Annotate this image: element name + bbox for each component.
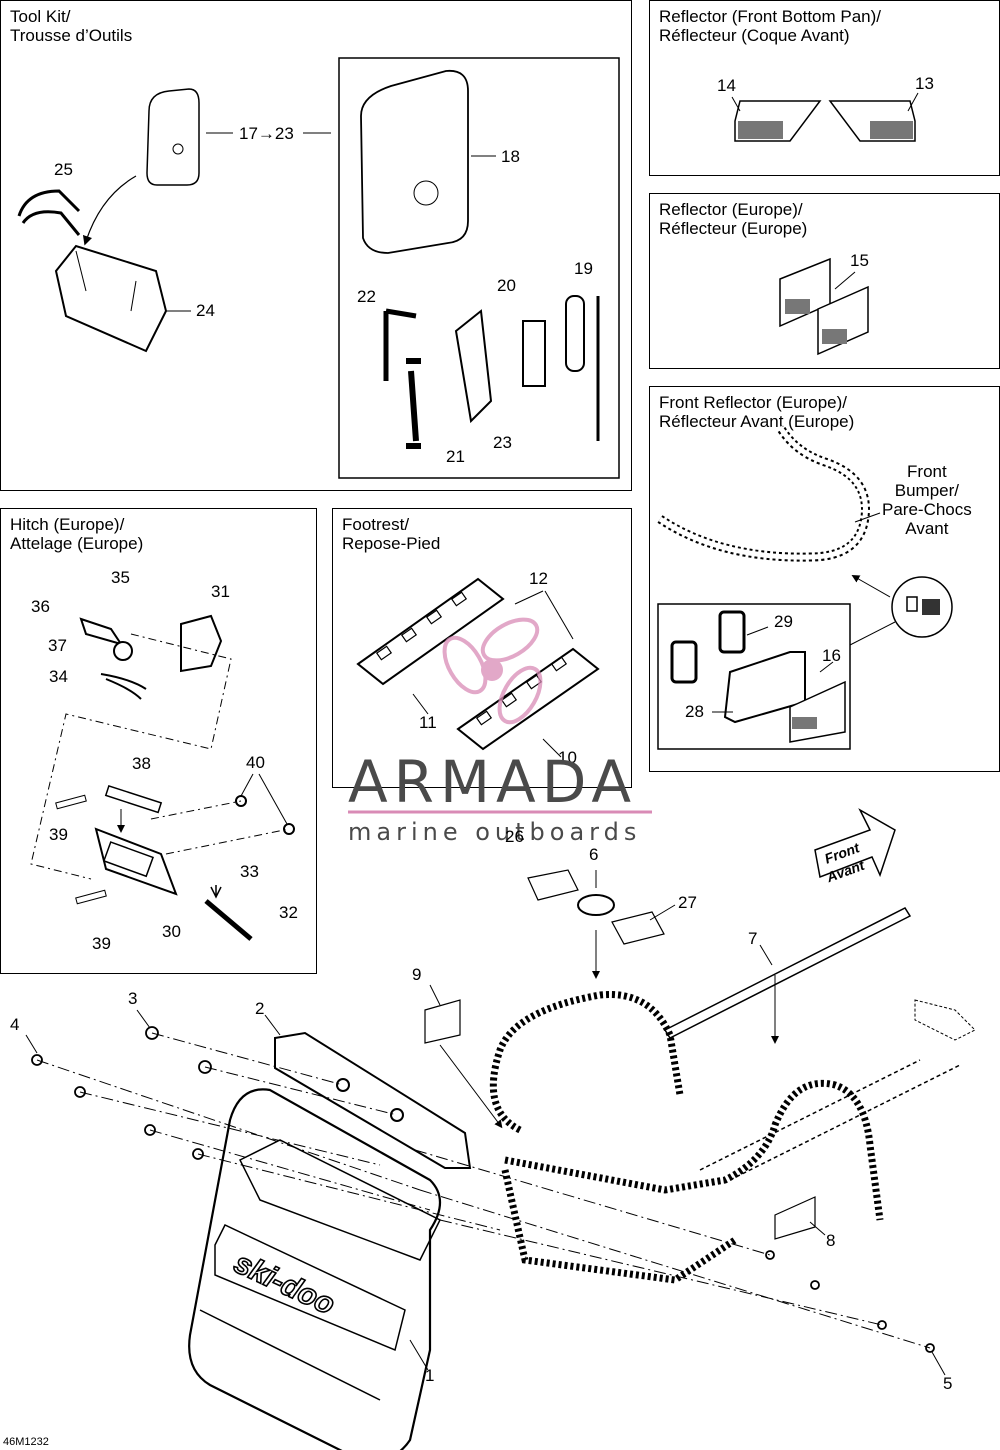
callout-18: 18 — [501, 147, 520, 166]
callout-30: 30 — [162, 922, 181, 941]
spark-plug-wrench-tool — [454, 309, 493, 424]
callout-9: 9 — [412, 965, 422, 984]
callout-4: 4 — [10, 1015, 20, 1034]
panel-title: Front Reflector (Europe)/ Réflecteur Ava… — [659, 393, 855, 431]
hitch-europe-panel: Hitch (Europe)/ Attelage (Europe) 35 31 … — [0, 508, 317, 974]
front-direction-arrow — [814, 808, 896, 879]
callout-1: 1 — [425, 1366, 435, 1385]
callout-21: 21 — [446, 447, 465, 466]
callout-12: 12 — [529, 569, 548, 588]
front-reflector-drawing — [657, 424, 953, 750]
steering-column — [699, 1059, 961, 1181]
large-pouch — [360, 69, 469, 254]
callout-5: 5 — [943, 1374, 953, 1393]
tool-kit-drawing — [17, 57, 620, 479]
callout-13: 13 — [915, 74, 934, 93]
callout-15: 15 — [850, 251, 869, 270]
bolt-39b — [75, 889, 107, 905]
callout-35: 35 — [111, 568, 130, 587]
bracket-28 — [670, 640, 698, 684]
callout-28: 28 — [685, 702, 704, 721]
holder-clip — [17, 189, 81, 236]
bolt-39a — [55, 794, 87, 810]
large-pouch-emblem — [413, 180, 439, 206]
callout-27: 27 — [678, 893, 697, 912]
callout-25: 25 — [54, 160, 73, 179]
callout-22: 22 — [357, 287, 376, 306]
front-hood-1 — [188, 1088, 442, 1450]
callout-3: 3 — [128, 989, 138, 1008]
emblem-6 — [577, 894, 615, 916]
tool-kit-panel: Tool Kit/ Trousse d’Outils 25 17→23 18 — [0, 0, 632, 491]
hitch-drawing — [30, 614, 295, 941]
screwdriver-handle — [565, 295, 585, 372]
document-id: 46M1232 — [3, 1436, 49, 1448]
bumper-bracket-2 — [274, 1031, 472, 1169]
decal-8 — [774, 1196, 816, 1240]
decal-27 — [611, 911, 665, 945]
callout-31: 31 — [211, 582, 230, 601]
callout-34: 34 — [49, 667, 68, 686]
callout-39-top: 39 — [49, 825, 68, 844]
hex-key — [383, 308, 417, 381]
small-pouch — [146, 88, 200, 186]
cotter-33 — [210, 885, 222, 899]
hitch-clip-34 — [100, 673, 147, 700]
callout-6: 6 — [589, 845, 599, 864]
pouch-emblem — [172, 143, 184, 155]
pin-32 — [204, 899, 253, 941]
callout-17-23: 17→23 — [239, 124, 294, 143]
callout-2: 2 — [255, 999, 265, 1018]
decal-9 — [424, 999, 461, 1044]
hitch-plate-30 — [94, 827, 178, 896]
reflector-europe-drawing — [779, 257, 869, 356]
panel-title: Reflector (Front Bottom Pan)/ Réflecteur… — [659, 7, 882, 45]
bracket-29 — [718, 610, 746, 654]
reflector-detail-box — [657, 603, 851, 750]
chassis-frame — [489, 991, 684, 1134]
callout-10: 10 — [558, 748, 577, 767]
footrest-left-11 — [356, 577, 505, 686]
callout-29: 29 — [774, 612, 793, 631]
panel-title: Tool Kit/ Trousse d’Outils — [10, 7, 133, 45]
callout-24: 24 — [196, 301, 215, 320]
callout-39-bottom: 39 — [92, 934, 111, 953]
callout-36: 36 — [31, 597, 50, 616]
reflector-europe-panel: Reflector (Europe)/ Réflecteur (Europe) … — [649, 193, 1000, 369]
callout-16: 16 — [822, 646, 841, 665]
callout-20: 20 — [497, 276, 516, 295]
watermark-tagline: marine outboards — [348, 818, 642, 846]
callout-11: 11 — [419, 713, 437, 732]
panel-title: Hitch (Europe)/ Attelage (Europe) — [10, 515, 144, 553]
hitch-block-31 — [180, 614, 223, 673]
open-wrench — [406, 358, 421, 449]
bumper-note: Front Bumper/ Pare-Chocs Avant — [882, 462, 972, 538]
front-reflector-europe-panel: Front Reflector (Europe)/ Réflecteur Ava… — [649, 386, 1000, 772]
callout-8: 8 — [826, 1231, 836, 1250]
plate-38 — [104, 784, 163, 814]
callout-14: 14 — [717, 76, 736, 95]
callout-40: 40 — [246, 753, 265, 772]
callout-37: 37 — [48, 636, 67, 655]
reflector-front-bottom-drawing — [731, 92, 919, 142]
nut-40b — [283, 823, 295, 835]
spark-plug-socket — [522, 320, 546, 387]
callout-26: 26 — [505, 827, 524, 846]
callout-19: 19 — [574, 259, 593, 278]
callout-38: 38 — [132, 754, 151, 773]
panel-title: Footrest/ Repose-Pied — [342, 515, 441, 553]
reflector-front-bottom-panel: Reflector (Front Bottom Pan)/ Réflecteur… — [649, 0, 1000, 176]
watermark-brand: ARMADA — [348, 748, 638, 816]
callout-23: 23 — [493, 433, 512, 452]
tool-detail-box — [338, 57, 620, 479]
handlebar-mount — [914, 999, 976, 1041]
callout-7: 7 — [748, 929, 758, 948]
panel-title: Reflector (Europe)/ Réflecteur (Europe) — [659, 200, 808, 238]
decal-26 — [527, 869, 579, 901]
trim-strip-7 — [663, 907, 912, 1039]
callout-32: 32 — [279, 903, 298, 922]
callout-33: 33 — [240, 862, 259, 881]
